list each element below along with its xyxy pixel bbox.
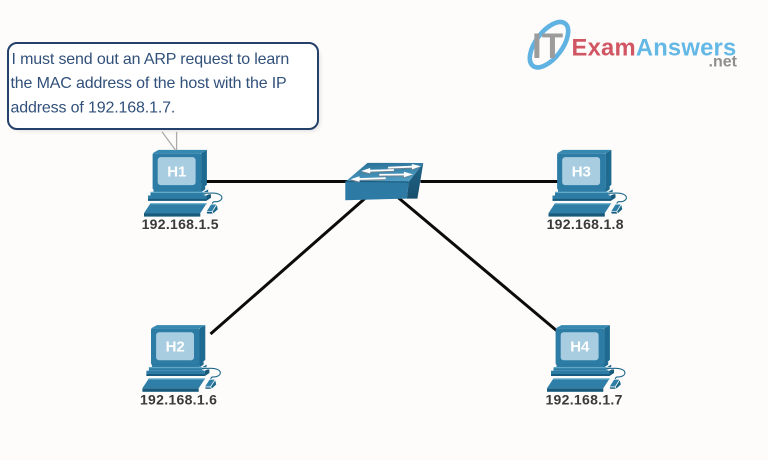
svg-text:H2: H2 xyxy=(166,339,185,356)
svg-text:H3: H3 xyxy=(572,163,591,180)
svg-text:.net: .net xyxy=(709,54,738,71)
svg-text:H4: H4 xyxy=(570,339,590,356)
svg-text:192.168.1.7: 192.168.1.7 xyxy=(545,392,622,408)
svg-text:ExamAnswers: ExamAnswers xyxy=(572,34,737,61)
svg-text:address of 192.168.1.7.: address of 192.168.1.7. xyxy=(11,100,176,117)
svg-text:the MAC address of the host wi: the MAC address of the host with the IP xyxy=(11,75,287,92)
svg-text:H1: H1 xyxy=(167,163,186,180)
svg-text:I must send out an ARP request: I must send out an ARP request to learn xyxy=(12,51,290,68)
svg-text:192.168.1.5: 192.168.1.5 xyxy=(142,216,219,232)
svg-text:192.168.1.6: 192.168.1.6 xyxy=(140,391,217,407)
svg-text:192.168.1.8: 192.168.1.8 xyxy=(547,216,624,232)
svg-text:IT: IT xyxy=(532,27,563,66)
